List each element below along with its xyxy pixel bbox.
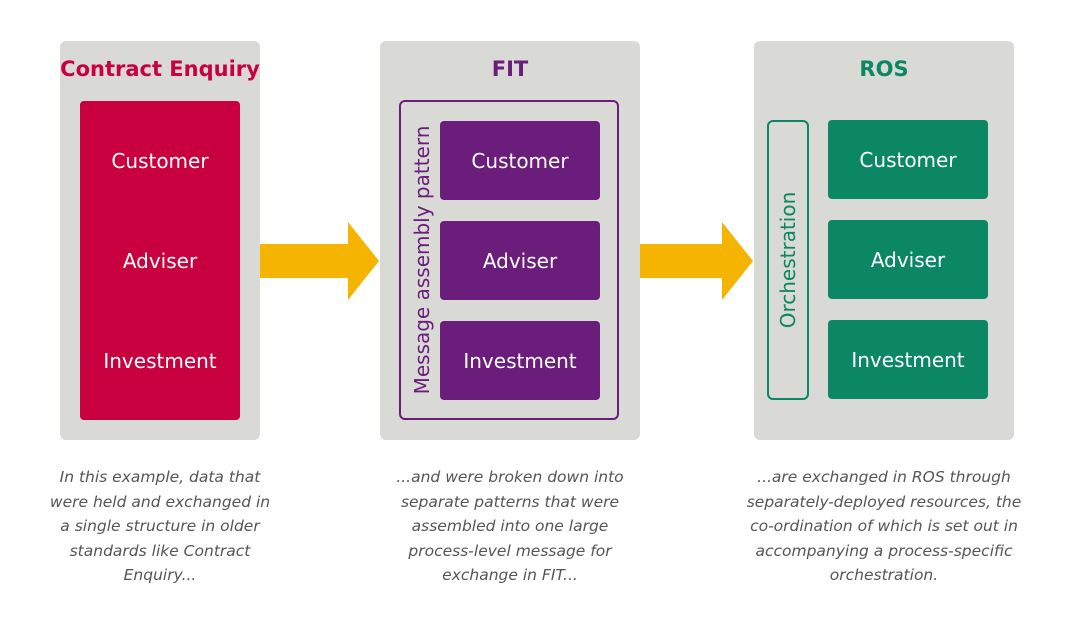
arrow-right-icon — [260, 222, 379, 300]
orchestration-label: Orchestration — [776, 191, 800, 329]
caption-line: separate patterns that were — [400, 492, 620, 511]
contract-enquiry-item-customer: Customer — [111, 149, 209, 173]
fit-item-investment: Investment — [440, 321, 600, 400]
contract-enquiry-title: Contract Enquiry — [60, 57, 260, 81]
caption-line: a single structure in older — [60, 517, 260, 535]
caption-line: were held and exchanged in — [49, 492, 271, 511]
orchestration-frame: Orchestration — [767, 120, 809, 400]
message-assembly-label-area: Message assembly pattern — [403, 102, 441, 418]
caption-ros: ...are exchanged in ROS through separate… — [724, 465, 1044, 588]
caption-fit: ...and were broken down into separate pa… — [370, 465, 650, 588]
caption-line: exchange in FIT... — [442, 566, 578, 584]
caption-line: accompanying a process-specific — [755, 541, 1013, 560]
ros-item-adviser: Adviser — [828, 220, 988, 299]
message-assembly-label: Message assembly pattern — [410, 125, 434, 395]
ros-panel: ROS Orchestration Customer Adviser Inves… — [754, 41, 1014, 440]
caption-line: separately-deployed resources, the — [746, 492, 1022, 511]
ros-item-investment: Investment — [828, 320, 988, 399]
ros-title: ROS — [859, 57, 909, 81]
caption-contract-enquiry: In this example, data that were held and… — [30, 465, 290, 588]
caption-line: ...are exchanged in ROS through — [757, 468, 1011, 486]
caption-line: ...and were broken down into — [396, 468, 624, 486]
ros-item-customer: Customer — [828, 120, 988, 199]
caption-line: standards like Contract — [69, 541, 251, 560]
fit-title: FIT — [491, 57, 529, 81]
caption-line: orchestration. — [829, 566, 939, 584]
fit-item-adviser: Adviser — [440, 221, 600, 300]
caption-line: assembled into one large — [411, 517, 609, 535]
caption-line: co-ordination of which is set out in — [750, 517, 1018, 535]
contract-enquiry-item-investment: Investment — [103, 349, 217, 373]
caption-line: In this example, data that — [59, 468, 261, 486]
fit-item-customer: Customer — [440, 121, 600, 200]
contract-enquiry-item-adviser: Adviser — [122, 249, 198, 273]
message-assembly-frame: Message assembly pattern — [399, 100, 619, 420]
caption-line: Enquiry... — [123, 566, 197, 584]
fit-panel: FIT Message assembly pattern Customer Ad… — [380, 41, 640, 440]
contract-enquiry-panel: Contract Enquiry Customer Adviser Invest… — [60, 41, 260, 440]
arrow-right-icon — [640, 222, 753, 300]
contract-enquiry-structure: Customer Adviser Investment — [80, 101, 240, 420]
caption-line: process-level message for — [408, 541, 612, 560]
